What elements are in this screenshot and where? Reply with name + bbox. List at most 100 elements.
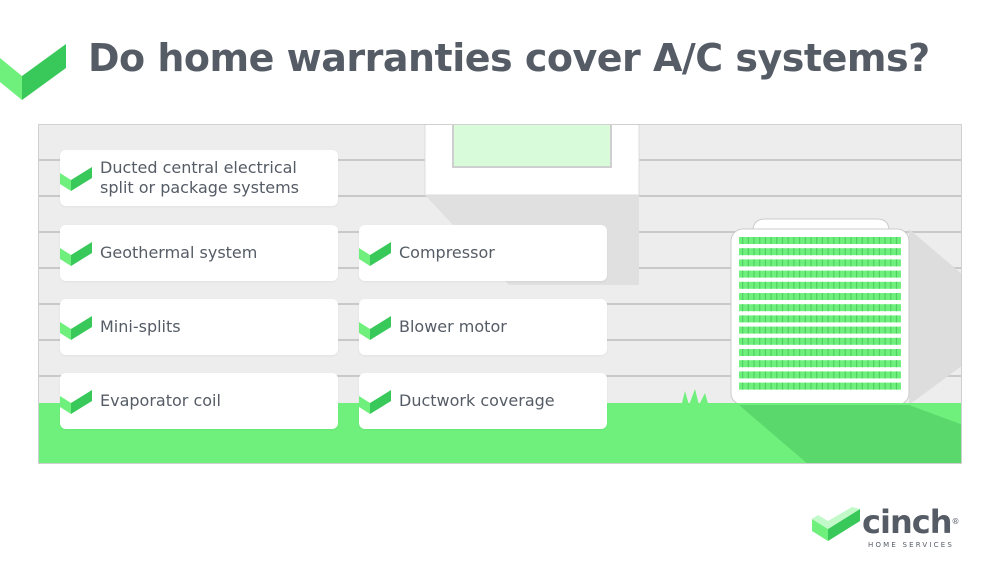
- check-icon: [60, 390, 92, 414]
- ac-fin-tick: [884, 337, 886, 345]
- ac-fin-tick: [878, 315, 880, 323]
- ac-fin-tick: [770, 237, 772, 244]
- ac-fin-tick: [833, 237, 835, 244]
- check-icon: [60, 316, 92, 340]
- ac-fin-tick: [742, 337, 744, 345]
- ac-fin-tick: [884, 281, 886, 289]
- ac-fin-tick: [884, 259, 886, 267]
- ac-fin-tick: [753, 293, 755, 300]
- ac-fin-tick: [759, 382, 761, 390]
- ac-fin-tick: [742, 349, 744, 356]
- ac-fin-tick: [873, 270, 875, 278]
- ac-fin-tick: [850, 304, 852, 312]
- ac-fin-tick: [753, 259, 755, 267]
- ac-fin-tick: [764, 326, 766, 334]
- ac-fin-tick: [781, 371, 784, 379]
- ac-fin-row: [739, 237, 901, 244]
- ac-fin-tick: [844, 326, 846, 334]
- ac-fin-tick: [890, 293, 892, 300]
- ac-fin-tick: [770, 315, 772, 323]
- feature-card-blower-motor: Blower motor: [359, 299, 607, 355]
- ac-fin-tick: [838, 337, 841, 345]
- ac-fin-tick: [861, 371, 863, 379]
- check-icon: [359, 316, 391, 340]
- ac-fin-tick: [799, 270, 801, 278]
- ac-fin-tick: [816, 315, 818, 323]
- ac-fin-tick: [838, 371, 841, 379]
- ac-fin-tick: [844, 237, 846, 244]
- ac-fin-tick: [810, 281, 812, 289]
- ac-fin-tick: [890, 326, 892, 334]
- ac-fin-tick: [787, 270, 789, 278]
- ac-fin-tick: [867, 270, 869, 278]
- ac-fin-tick: [816, 293, 818, 300]
- feature-card-mini-splits: Mini-splits: [60, 299, 338, 355]
- ac-fin-tick: [821, 237, 823, 244]
- ac-fin-tick: [821, 259, 823, 267]
- cinch-logo: cinch® HOME SERVICES: [812, 505, 962, 551]
- ac-fin-tick: [821, 371, 823, 379]
- ac-fin-tick: [787, 337, 789, 345]
- ac-fin-tick: [804, 248, 806, 256]
- ac-fin-tick: [890, 315, 892, 323]
- ac-fin-tick: [884, 237, 886, 244]
- ac-fin-tick: [827, 293, 829, 300]
- ac-fin-tick: [747, 382, 749, 390]
- ac-fin-tick: [776, 337, 778, 345]
- ac-fin-tick: [764, 281, 766, 289]
- ac-fin-tick: [742, 360, 744, 368]
- ac-fin-tick: [850, 270, 852, 278]
- ac-fin-tick: [742, 293, 744, 300]
- ac-fin-row: [739, 360, 901, 368]
- ac-fin-tick: [793, 248, 795, 256]
- ac-fin-tick: [867, 349, 869, 356]
- ac-fin-tick: [747, 360, 749, 368]
- feature-label: Compressor: [399, 243, 495, 262]
- ac-fin-tick: [838, 382, 841, 390]
- ac-fin-tick: [787, 326, 789, 334]
- ac-fin-tick: [764, 349, 766, 356]
- ac-fin-tick: [776, 270, 778, 278]
- ac-fin-tick: [747, 259, 749, 267]
- ac-fin-tick: [747, 349, 749, 356]
- ac-fin-tick: [833, 360, 835, 368]
- ac-fin-tick: [861, 304, 863, 312]
- ac-fin-tick: [867, 371, 869, 379]
- ac-fin-tick: [895, 326, 898, 334]
- ac-fin-tick: [878, 259, 880, 267]
- ac-fin-tick: [810, 270, 812, 278]
- ac-fin-tick: [759, 349, 761, 356]
- ac-fin-tick: [867, 382, 869, 390]
- ac-fin-tick: [759, 293, 761, 300]
- ac-fin-tick: [850, 371, 852, 379]
- ac-fin-tick: [764, 304, 766, 312]
- ac-fin-tick: [810, 248, 812, 256]
- ac-fin-tick: [747, 270, 749, 278]
- ac-fin-tick: [856, 270, 858, 278]
- ac-fin-tick: [753, 337, 755, 345]
- ac-fin-tick: [833, 326, 835, 334]
- feature-card-evaporator-coil: Evaporator coil: [60, 373, 338, 429]
- ac-fin-tick: [827, 382, 829, 390]
- ac-fin-tick: [781, 360, 784, 368]
- ac-fin-tick: [781, 259, 784, 267]
- feature-label: Geothermal system: [100, 243, 258, 262]
- ac-fin-tick: [878, 371, 880, 379]
- ac-fin-tick: [799, 382, 801, 390]
- ac-fin-tick: [867, 326, 869, 334]
- ac-fin-tick: [793, 281, 795, 289]
- ac-fin-tick: [844, 337, 846, 345]
- feature-card-ducted: Ducted central electrical split or packa…: [60, 150, 338, 206]
- ac-fin-tick: [776, 382, 778, 390]
- ac-fin-tick: [838, 259, 841, 267]
- ac-fin-tick: [753, 349, 755, 356]
- ac-fin-tick: [747, 326, 749, 334]
- ac-fin-tick: [838, 360, 841, 368]
- ac-fin-tick: [861, 349, 863, 356]
- ac-fin-tick: [821, 360, 823, 368]
- ac-fin-tick: [890, 248, 892, 256]
- ac-fin-tick: [759, 281, 761, 289]
- ac-fin-tick: [804, 237, 806, 244]
- ac-fin-tick: [776, 360, 778, 368]
- ac-fin-tick: [764, 371, 766, 379]
